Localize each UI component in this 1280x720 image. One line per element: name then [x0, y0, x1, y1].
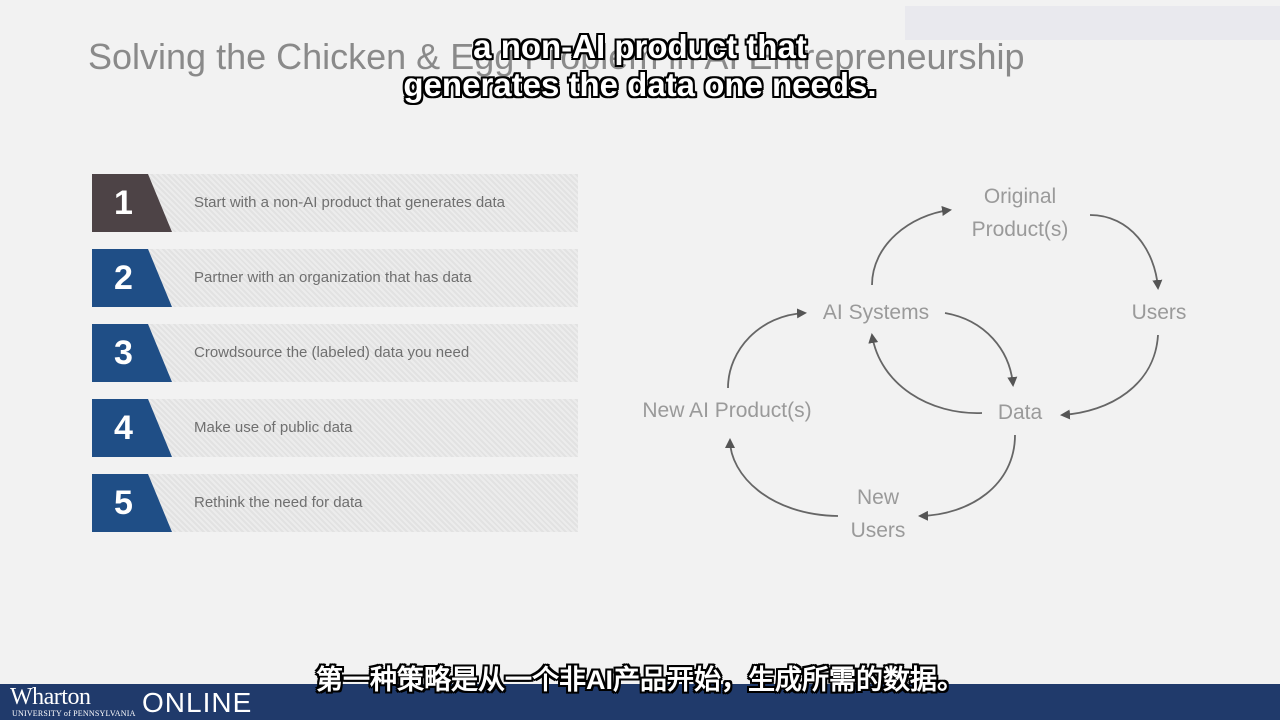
node-ai-systems: AI Systems: [822, 301, 930, 324]
node-new-users: New Users: [838, 481, 918, 547]
strategy-number-badge: 5: [92, 474, 172, 532]
node-new-users-line2: Users: [850, 519, 906, 542]
strategy-item-5: 5 Rethink the need for data: [92, 474, 578, 532]
strategy-item-1: 1 Start with a non-AI product that gener…: [92, 174, 578, 232]
strategy-number-badge: 1: [92, 174, 172, 232]
strategy-item-3: 3 Crowdsource the (labeled) data you nee…: [92, 324, 578, 382]
arrow-ai-to-original: [871, 206, 952, 286]
slide-title: Solving the Chicken & Egg Problem in AI …: [88, 36, 1025, 77]
strategy-label: Make use of public data: [194, 419, 353, 436]
arrow-data-to-newusers: [918, 434, 1016, 521]
cycle-arrows: [725, 206, 1163, 521]
node-new-users-line1: New: [856, 486, 899, 509]
strategy-item-4: 4 Make use of public data: [92, 399, 578, 457]
subtitle-bottom: 第一种策略是从一个非AI产品开始，生成所需的数据。: [316, 665, 964, 695]
strategy-number: 5: [114, 484, 133, 522]
footer-bar: Wharton UNIVERSITY of PENNSYLVANIA ONLIN…: [0, 684, 1280, 720]
arrow-newproducts-to-aisystems: [727, 308, 807, 389]
subtitle-top: a non-AI product that generates the data…: [340, 28, 940, 104]
node-original-line2: Product(s): [971, 218, 1069, 241]
arrow-newusers-to-newproducts: [725, 438, 839, 517]
wharton-logo-subtitle: UNIVERSITY of PENNSYLVANIA: [12, 709, 136, 718]
wharton-logo: Wharton: [10, 684, 91, 710]
strategy-number: 4: [114, 409, 133, 447]
arrow-aisystems-to-data: [944, 312, 1018, 387]
strategy-number: 3: [114, 334, 133, 372]
node-users: Users: [1131, 301, 1187, 324]
subtitle-top-line2: generates the data one needs.: [403, 66, 877, 103]
strategy-item-2: 2 Partner with an organization that has …: [92, 249, 578, 307]
node-new-ai-products: New AI Product(s): [642, 399, 812, 422]
strategy-number-badge: 4: [92, 399, 172, 457]
arrow-data-to-aisystems: [868, 333, 983, 414]
node-data: Data: [997, 401, 1043, 424]
strategy-label: Partner with an organization that has da…: [194, 269, 472, 286]
strategy-number: 2: [114, 259, 133, 297]
arrow-users-to-data: [1060, 334, 1159, 420]
subtitle-top-line1: a non-AI product that: [473, 28, 807, 65]
strategy-label: Rethink the need for data: [194, 494, 363, 511]
strategy-list: 1 Start with a non-AI product that gener…: [92, 174, 578, 549]
strategy-number-badge: 2: [92, 249, 172, 307]
strategy-number-badge: 3: [92, 324, 172, 382]
strategy-label: Start with a non-AI product that generat…: [194, 194, 506, 211]
strategy-number: 1: [114, 184, 133, 222]
data-cycle-diagram: Original Product(s) Users AI Systems Dat…: [600, 170, 1240, 570]
node-original-line1: Original: [983, 185, 1057, 208]
node-original-products: Original Product(s): [955, 180, 1085, 246]
strategy-label: Crowdsource the (labeled) data you need: [194, 344, 470, 361]
arrow-original-to-users: [1089, 214, 1163, 290]
top-right-overlay-bar: [905, 6, 1280, 40]
online-label: ONLINE: [142, 687, 253, 718]
